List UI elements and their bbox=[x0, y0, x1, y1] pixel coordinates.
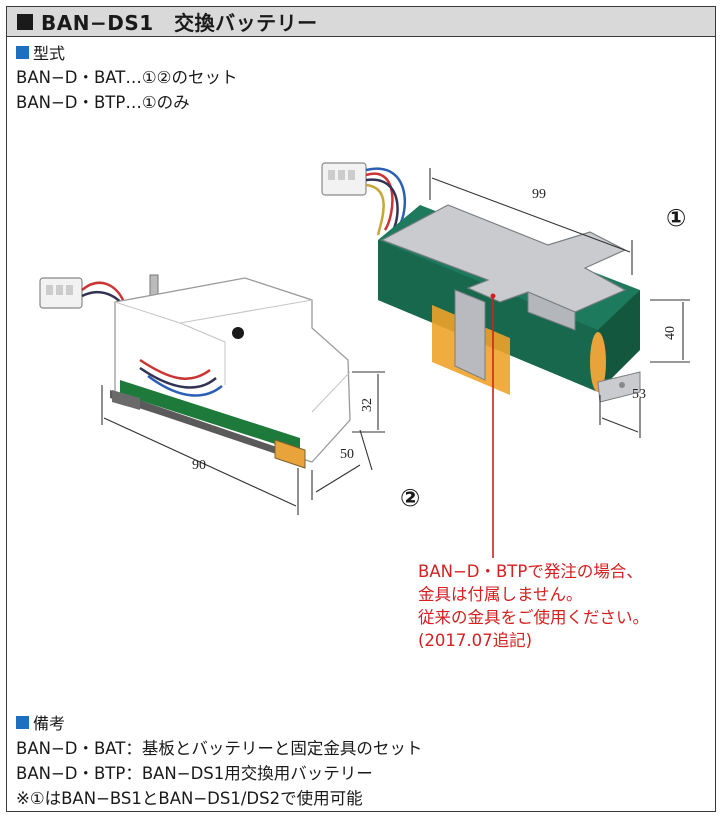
title-bar: BAN−DS1 交換バッテリー bbox=[7, 7, 715, 37]
dim-bracket-height: 32 bbox=[360, 398, 375, 412]
label-part-1: ① bbox=[666, 204, 687, 232]
dim-bracket-length: 90 bbox=[192, 458, 206, 473]
battery-pack bbox=[321, 162, 641, 403]
model-line-1: BAN−D・BAT…①②のセット bbox=[16, 68, 238, 87]
note-line-1: BAN−D・BTPで発注の場合、 bbox=[418, 562, 643, 581]
circuit-board-assembly bbox=[39, 274, 351, 469]
label-part-2: ② bbox=[400, 484, 421, 512]
dim-battery-depth: 53 bbox=[632, 387, 646, 402]
dimension-lines bbox=[101, 168, 690, 515]
model-heading-text: 型式 bbox=[33, 44, 66, 63]
note-line-3: 従来の金具をご使用ください。 bbox=[418, 608, 649, 627]
dim-battery-length: 99 bbox=[532, 187, 546, 202]
remarks-heading-text: 備考 bbox=[33, 714, 66, 733]
note-line-4: (2017.07追記) bbox=[418, 631, 533, 650]
remarks-line-2: BAN−D・BTP：BAN−DS1用交換用バッテリー bbox=[16, 764, 373, 783]
remarks-heading: 備考 bbox=[16, 710, 65, 734]
dim-bracket-depth: 50 bbox=[340, 447, 354, 462]
dim-battery-height: 40 bbox=[663, 326, 678, 340]
note-line-2: 金具は付属しません。 bbox=[418, 585, 583, 604]
product-info-box: BAN−DS1 交換バッテリー bbox=[6, 6, 716, 812]
remarks-line-1: BAN−D・BAT：基板とバッテリーと固定金具のセット bbox=[16, 739, 423, 758]
page-title: BAN−DS1 交換バッテリー bbox=[41, 11, 318, 35]
blue-square-icon bbox=[16, 45, 29, 59]
model-line-2: BAN−D・BTP…①のみ bbox=[16, 93, 190, 112]
title-square-icon bbox=[17, 13, 33, 30]
remarks-line-3: ※①はBAN−BS1とBAN−DS1/DS2で使用可能 bbox=[16, 789, 363, 808]
ordering-note: BAN−D・BTPで発注の場合、 金具は付属しません。 従来の金具をご使用くださ… bbox=[418, 560, 649, 652]
model-heading: 型式 bbox=[16, 40, 65, 64]
callout-line bbox=[490, 293, 496, 558]
blue-square-icon bbox=[16, 715, 29, 729]
dimension-labels: 99 40 53 90 32 50 bbox=[192, 187, 678, 473]
